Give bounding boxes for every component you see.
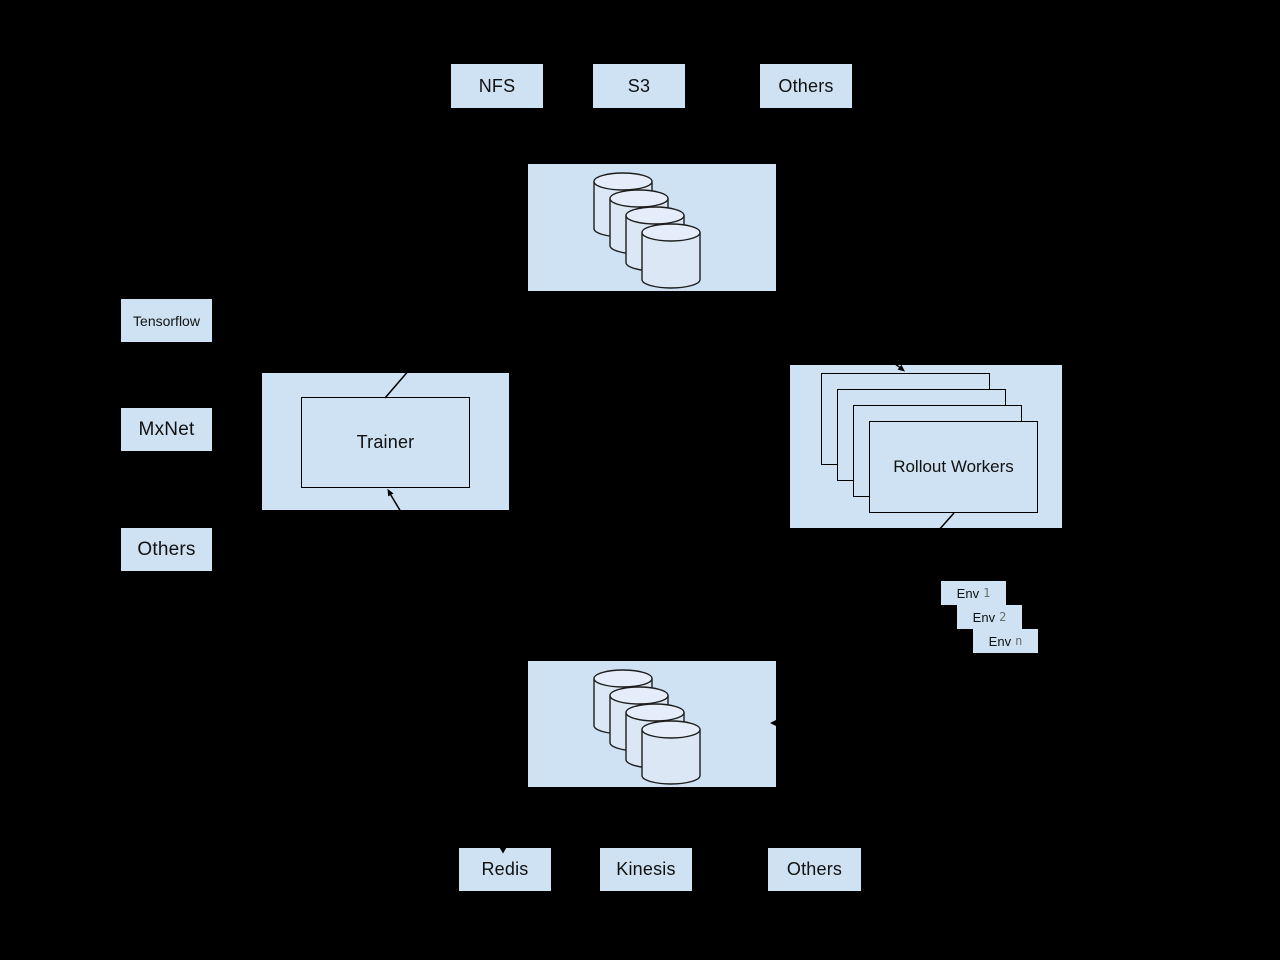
- node-kinesis: Kinesis: [600, 848, 692, 891]
- node-redis-label: Redis: [481, 859, 529, 879]
- database-cylinders-icon: [593, 669, 701, 785]
- node-others-top-label: Others: [778, 75, 834, 96]
- node-others-left: Others: [121, 528, 212, 571]
- node-nfs-label: NFS: [478, 75, 516, 96]
- env-2-index: 2: [999, 610, 1007, 624]
- env-1-index: 1: [983, 586, 991, 600]
- node-nfs: NFS: [451, 64, 543, 108]
- replay-buffer-cluster: [528, 661, 776, 787]
- trainer-label: Trainer: [356, 432, 415, 452]
- rollout-workers-label: Rollout Workers: [893, 457, 1014, 476]
- node-s3: S3: [593, 64, 685, 108]
- env-node-2: Env 2: [957, 605, 1022, 629]
- env-2-name: Env: [972, 609, 996, 625]
- node-mxnet: MxNet: [121, 408, 212, 451]
- env-1-name: Env: [956, 585, 980, 601]
- rollout-workers-node: Rollout Workers: [869, 421, 1038, 513]
- env-node-n: Env n: [973, 629, 1038, 653]
- node-others-top: Others: [760, 64, 852, 108]
- model-storage-cluster: [528, 164, 776, 291]
- node-kinesis-label: Kinesis: [616, 859, 676, 879]
- node-mxnet-label: MxNet: [138, 418, 195, 440]
- trainer-node: Trainer: [301, 397, 470, 488]
- node-tensorflow-label: Tensorflow: [133, 312, 200, 329]
- database-cylinders-icon: [593, 172, 701, 289]
- node-s3-label: S3: [627, 75, 651, 96]
- env-n-index: n: [1015, 634, 1023, 648]
- node-others-bottom-label: Others: [786, 859, 843, 879]
- env-n-name: Env: [988, 633, 1012, 649]
- node-redis: Redis: [459, 848, 551, 891]
- node-others-left-label: Others: [137, 538, 196, 560]
- node-tensorflow: Tensorflow: [121, 299, 212, 342]
- node-others-bottom: Others: [768, 848, 861, 891]
- env-node-1: Env 1: [941, 581, 1006, 605]
